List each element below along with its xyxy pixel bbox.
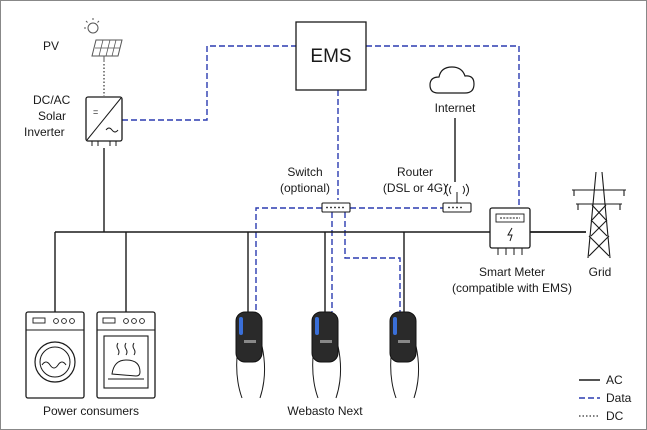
- wallbox-icon: [235, 311, 266, 399]
- webasto-next-label: Webasto Next: [287, 404, 363, 418]
- data-connections: [122, 45, 520, 312]
- wallbox-icon: [389, 311, 420, 399]
- legend-ac-label: AC: [606, 373, 623, 387]
- inverter-label-1: DC/AC: [33, 93, 71, 107]
- grid-label: Grid: [589, 265, 612, 279]
- svg-text:=: =: [93, 107, 98, 117]
- legend: AC Data DC: [579, 373, 632, 423]
- inverter-icon: =: [85, 96, 123, 146]
- oven-icon: [96, 311, 156, 399]
- inverter-label-3: Inverter: [24, 125, 65, 139]
- switch-icon: [321, 202, 351, 213]
- cloud-icon: [429, 66, 475, 94]
- switch-label-2: (optional): [280, 181, 330, 195]
- ems-label: EMS: [310, 46, 351, 67]
- switch-label-1: Switch: [287, 165, 322, 179]
- pylon-icon: [572, 171, 626, 259]
- router-label-1: Router: [397, 165, 433, 179]
- washing-machine-icon: [25, 311, 85, 399]
- router-label-2: (DSL or 4G): [383, 181, 447, 195]
- meter-label-1: Smart Meter: [479, 265, 545, 279]
- solar-panel-icon: [84, 18, 123, 62]
- internet-label: Internet: [435, 101, 476, 115]
- pv-label: PV: [43, 39, 59, 53]
- wallbox-icon: [311, 311, 342, 399]
- ems-box: [295, 21, 367, 91]
- legend-dc-label: DC: [606, 409, 624, 423]
- router-icon: [442, 183, 472, 213]
- power-consumers-label: Power consumers: [43, 404, 139, 418]
- inverter-label-2: Solar: [38, 109, 66, 123]
- smart-meter-icon: [489, 207, 531, 255]
- meter-label-2: (compatible with EMS): [452, 281, 572, 295]
- legend-data-label: Data: [606, 391, 632, 405]
